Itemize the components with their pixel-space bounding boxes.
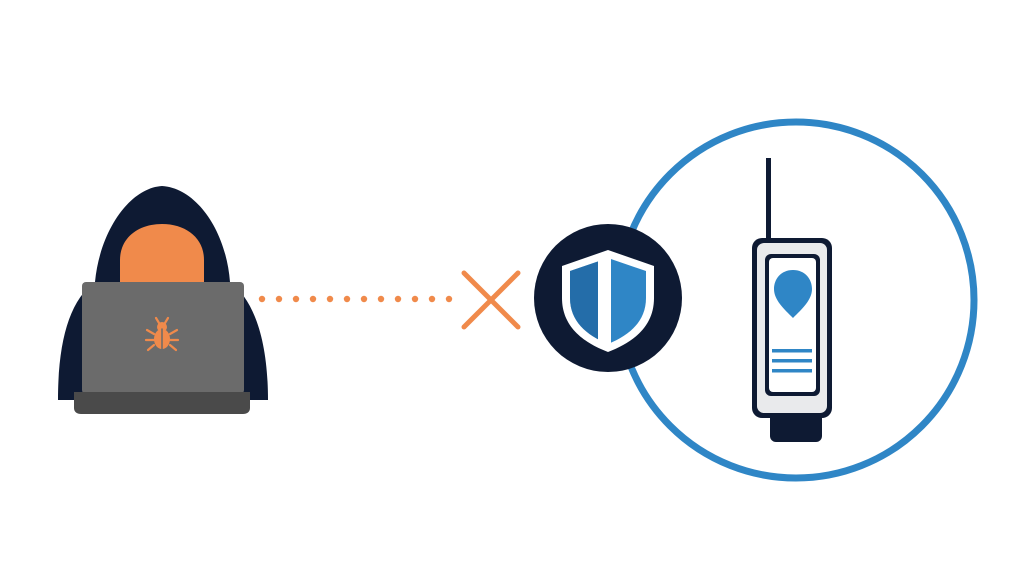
device-antenna: [766, 158, 771, 238]
bug-icon: [144, 316, 180, 352]
device-text-line: [772, 369, 812, 373]
wireless-sensor-device: [752, 158, 832, 442]
shield-icon: [562, 250, 654, 352]
hacker-figure: [58, 186, 268, 414]
device-connector: [770, 412, 822, 442]
dotted-connection-line: [258, 295, 453, 303]
device-text-line: [772, 349, 812, 353]
laptop-base: [74, 392, 250, 414]
device-text-line: [772, 359, 812, 363]
hacker-face: [120, 224, 204, 282]
x-mark-icon: [461, 270, 521, 330]
location-pin-icon: [774, 270, 812, 318]
shield-badge: [534, 224, 682, 372]
